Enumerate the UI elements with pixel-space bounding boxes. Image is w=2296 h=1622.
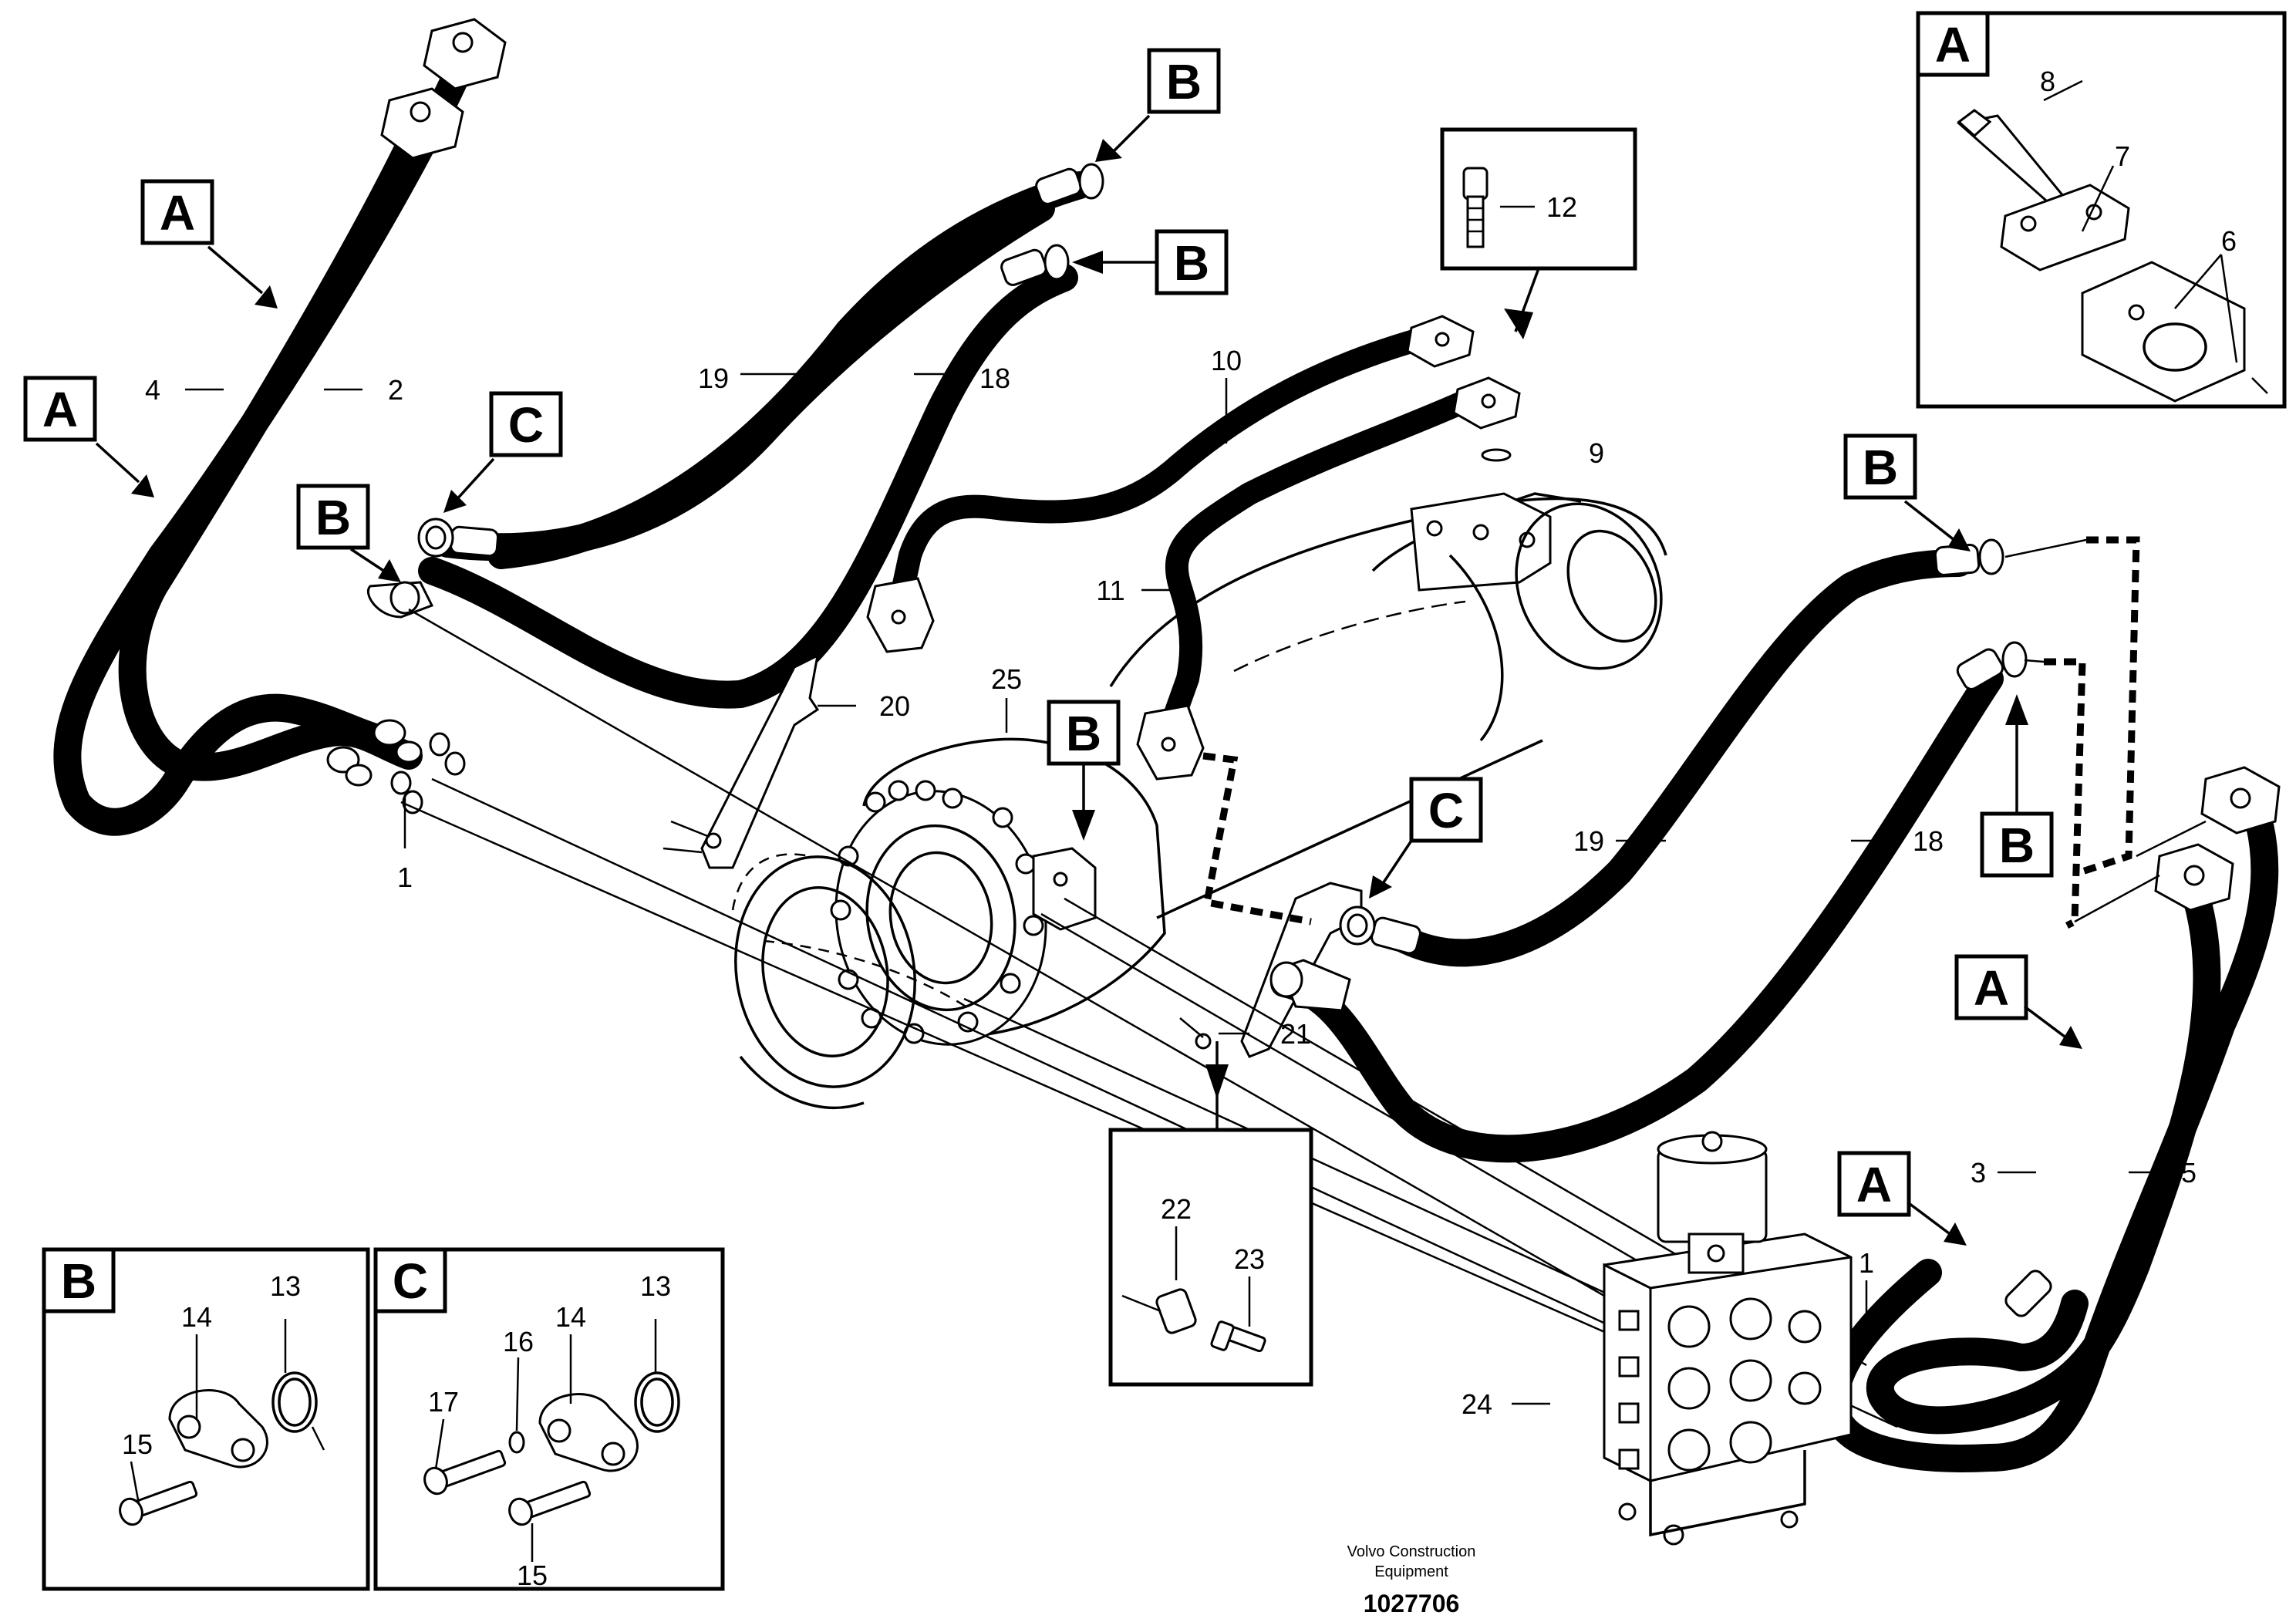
part-18-top: 18 (979, 363, 1010, 394)
part-19-right: 19 (1573, 825, 1604, 857)
detail-box-22-23 (1108, 1041, 1313, 1387)
part-19-top: 19 (698, 363, 729, 394)
part-20: 20 (879, 690, 910, 722)
part-23: 23 (1234, 1243, 1265, 1275)
callouts: A A B B C B B C B B (23, 48, 2082, 1246)
tubes-10-11 (866, 315, 1521, 781)
part-18-right: 18 (1913, 825, 1944, 857)
part-1-left: 1 (397, 862, 413, 893)
part-15-b: 15 (122, 1428, 153, 1460)
part-12: 12 (1546, 191, 1577, 223)
part-10: 10 (1211, 345, 1242, 376)
part-22: 22 (1161, 1193, 1192, 1225)
dashed-connectors (1202, 536, 2207, 929)
part-7: 7 (2115, 140, 2130, 172)
callout-a-4: A (1856, 1157, 1892, 1212)
callout-c-2: C (1428, 783, 1464, 838)
callout-a-3: A (1974, 960, 2009, 1016)
part-4: 4 (145, 374, 160, 406)
part-9: 9 (1589, 437, 1604, 469)
flange-housing-25 (731, 737, 1166, 1110)
detail-a-letter: A (1935, 17, 1971, 73)
callout-b-3: B (315, 490, 351, 545)
part-21: 21 (1280, 1018, 1311, 1050)
part-16: 16 (503, 1326, 534, 1357)
part-6: 6 (2221, 225, 2237, 257)
callout-b-4: B (1066, 706, 1101, 761)
part-24: 24 (1462, 1388, 1492, 1420)
callout-c-1: C (508, 397, 544, 453)
callout-b-2: B (1174, 235, 1209, 291)
brand-line-1: Volvo Construction (1347, 1543, 1476, 1560)
callout-b-1: B (1166, 54, 1202, 110)
control-valve-24 (1603, 1131, 1853, 1546)
part-labels: 1 1 2 3 4 5 6 7 8 9 10 11 12 13 13 14 14… (122, 66, 2237, 1591)
callout-b-6: B (1999, 818, 2035, 873)
part-14-b: 14 (181, 1301, 212, 1333)
part-3: 3 (1971, 1157, 1986, 1189)
part-17: 17 (428, 1386, 459, 1418)
detail-c-letter: C (393, 1253, 428, 1309)
footer: Volvo Construction Equipment 1027706 (1347, 1543, 1476, 1617)
part-2: 2 (388, 374, 403, 406)
detail-box-12 (1440, 127, 1637, 339)
callout-a-2: A (42, 382, 78, 437)
part-5: 5 (2181, 1157, 2197, 1189)
leader-lines (185, 373, 2159, 1405)
drawing-number: 1027706 (1364, 1590, 1460, 1617)
detail-box-a: A (1916, 11, 2287, 409)
hoses-18-19-left (367, 163, 1104, 709)
detail-box-b: B (42, 1247, 370, 1591)
part-13-c: 13 (640, 1270, 671, 1302)
callout-b-5: B (1863, 440, 1898, 495)
part-8: 8 (2040, 66, 2055, 97)
part-14-c: 14 (555, 1301, 586, 1333)
brand-line-2: Equipment (1374, 1563, 1448, 1580)
part-15-c: 15 (517, 1560, 548, 1591)
part-25: 25 (991, 663, 1022, 695)
detail-box-c: C (373, 1247, 725, 1591)
hoses-18-19-right (1269, 538, 2028, 1163)
callout-a-1: A (160, 185, 195, 241)
part-13-b: 13 (270, 1270, 301, 1302)
detail-b-letter: B (61, 1253, 96, 1309)
part-11: 11 (1096, 575, 1124, 606)
hose-assembly-left-a (53, 18, 507, 836)
part-1-right: 1 (1859, 1247, 1874, 1279)
